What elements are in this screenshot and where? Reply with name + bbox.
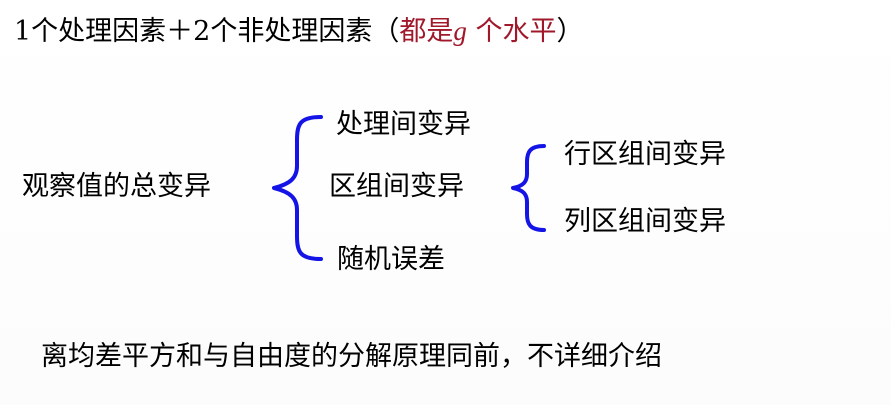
node-column-block-variation: 列区组间变异	[564, 206, 726, 237]
left-brace-main	[272, 115, 323, 261]
footer-note: 离均差平方和与自由度的分解原理同前，不详细介绍	[41, 341, 662, 372]
node-random-error: 随机误差	[337, 244, 445, 275]
title-highlight-suffix: 个水平	[466, 16, 557, 47]
node-total-variation: 观察值的总变异	[22, 171, 211, 202]
title-highlight-prefix: 都是	[399, 16, 454, 47]
node-block-variation: 区组间变异	[329, 171, 464, 202]
node-row-block-variation: 行区组间变异	[564, 139, 726, 170]
title-close: ）	[556, 16, 584, 47]
slide-title: 1个处理因素＋2个非处理因素（都是g 个水平）	[14, 14, 583, 49]
left-brace-block	[511, 144, 546, 232]
title-highlight-variable: g	[453, 16, 467, 46]
title-highlight: 都是g 个水平	[399, 16, 556, 47]
node-treatment-variation: 处理间变异	[336, 109, 471, 140]
title-main: 1个处理因素＋2个非处理因素（	[14, 16, 400, 47]
